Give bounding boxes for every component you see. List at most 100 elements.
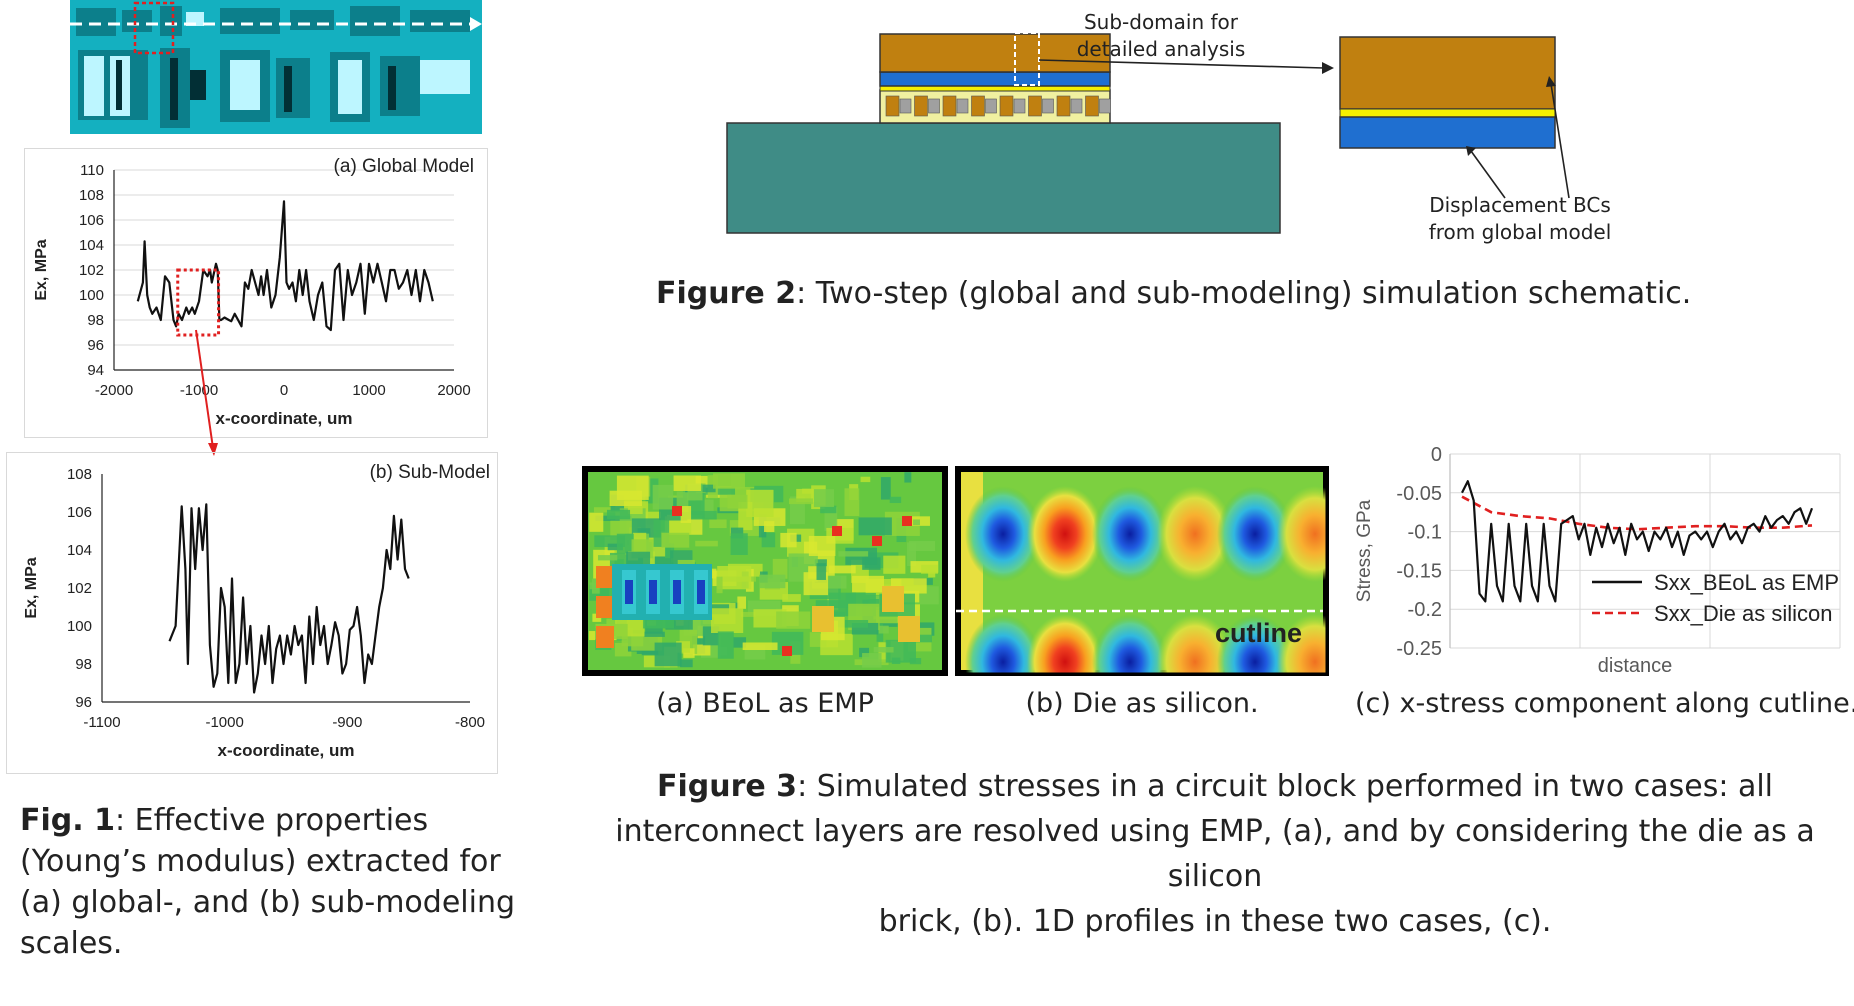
contour-hot (782, 646, 792, 656)
y-tick-label: -0.25 (1396, 638, 1442, 660)
contour-cold (625, 580, 633, 604)
contour-patch (661, 532, 690, 548)
contour-patch (711, 608, 744, 634)
y-tick-label: 104 (79, 237, 104, 254)
stress-hotspot (1092, 614, 1168, 676)
y-tick-label: 98 (87, 312, 104, 329)
contour-patch (692, 644, 711, 656)
stress-hotspot (1027, 486, 1103, 582)
stress-hotspot (965, 614, 1041, 676)
solder-bump (1085, 95, 1099, 117)
contour-patch (709, 519, 727, 529)
contour-hot (872, 536, 882, 546)
y-tick-label: 106 (67, 504, 92, 521)
contour-hot (902, 516, 912, 526)
contour-patch (858, 517, 892, 536)
contour-patch (859, 647, 870, 658)
y-axis-label: Ex, MPa (33, 239, 50, 300)
cutline-label: cutline (1215, 618, 1302, 648)
contour-patch (764, 521, 775, 532)
contour-patch (627, 506, 643, 515)
contour-patch (780, 532, 797, 548)
x-tick-label: 1000 (352, 382, 385, 399)
zoom-connector-arrow (195, 329, 218, 456)
contour-patch (654, 642, 682, 667)
zoomed-beol (1339, 116, 1556, 149)
solder-bump (971, 95, 985, 117)
contour-warm (882, 586, 904, 612)
contour-patch (815, 600, 850, 608)
contour-patch (813, 489, 835, 508)
bc-label-line2: from global model (1429, 220, 1612, 244)
fig3-caption-line3: brick, (b). 1D profiles in these two cas… (878, 904, 1552, 939)
zoomed-die (1339, 36, 1556, 110)
contour-patch (717, 631, 734, 659)
contour-patch (928, 571, 936, 578)
fig3-caption-line1: Figure 3: Simulated stresses in a circui… (656, 769, 1774, 804)
contour-patch (759, 574, 786, 589)
fig1-panel-b-frame (6, 452, 498, 774)
x-tick-label: -2000 (95, 382, 133, 399)
x-tick-label: -1000 (205, 714, 243, 731)
contour-patch (840, 619, 869, 628)
y-tick-label: 108 (79, 187, 104, 204)
x-axis-label: x-coordinate, um (218, 741, 355, 760)
contour-patch (816, 563, 826, 580)
y-tick-label: -0.15 (1396, 560, 1442, 582)
contour-patch (740, 611, 756, 617)
contour-patch (742, 642, 778, 651)
contour-patch (909, 541, 936, 552)
x-axis-label: x-coordinate, um (216, 409, 353, 428)
y-tick-label: 106 (79, 212, 104, 229)
contour-patch (852, 575, 884, 593)
y-tick-label: -0.2 (1408, 599, 1442, 621)
fig3-sub-a: (a) BEoL as EMP (656, 688, 874, 719)
contour-patch (873, 647, 894, 653)
stress-hotspot (1092, 486, 1168, 582)
contour-warm (898, 616, 920, 642)
contour-patch (829, 565, 856, 574)
x-tick-label: 0 (280, 382, 288, 399)
solder-bump (1056, 95, 1071, 117)
contour-patch (713, 473, 745, 489)
y-tick-label: 104 (67, 542, 92, 559)
contour-patch (717, 565, 752, 590)
contour-patch (664, 543, 675, 559)
solder-bump (914, 95, 928, 117)
simulation-schematic: Sub-domain for detailed analysis Displac… (726, 10, 1612, 244)
contour-hot (832, 526, 842, 536)
fig3-caption-label: Figure 3 (656, 769, 798, 804)
contour-patch (878, 625, 889, 634)
data-series-line (168, 503, 410, 694)
x-tick-label: -900 (332, 714, 362, 731)
fig3-caption-line2: interconnect layers are resolved using E… (615, 814, 1815, 894)
contour-patch (616, 533, 634, 554)
contour-patch (730, 533, 748, 555)
bump-pad (985, 98, 997, 114)
bump-pad (1013, 98, 1026, 114)
beol-layer (879, 71, 1111, 87)
contour-patch (607, 543, 623, 551)
stress-hotspot (965, 486, 1041, 582)
legend-label-beol: Sxx_BEoL as EMP (1654, 570, 1839, 595)
contour-patch (851, 622, 879, 635)
fig1-caption-text: : Effective properties (Young’s modulus)… (20, 803, 515, 961)
contour-patch (844, 488, 860, 517)
contour-patch (695, 540, 718, 547)
y-tick-label: 96 (75, 694, 92, 711)
y-tick-label: 98 (75, 656, 92, 673)
x-axis-label: distance (1598, 655, 1673, 677)
contour-patch (652, 484, 674, 510)
contour-patch (782, 594, 801, 602)
contour-hot (596, 596, 614, 618)
fig3-caption: Figure 3: Simulated stresses in a circui… (570, 764, 1854, 944)
solder-bump (942, 95, 957, 117)
contour-patch (676, 641, 690, 653)
x-tick-label: -1000 (180, 382, 218, 399)
contour-patch (644, 631, 665, 637)
contour-cold (697, 580, 705, 604)
contour-patch (716, 576, 723, 594)
bump-pad (928, 98, 940, 114)
